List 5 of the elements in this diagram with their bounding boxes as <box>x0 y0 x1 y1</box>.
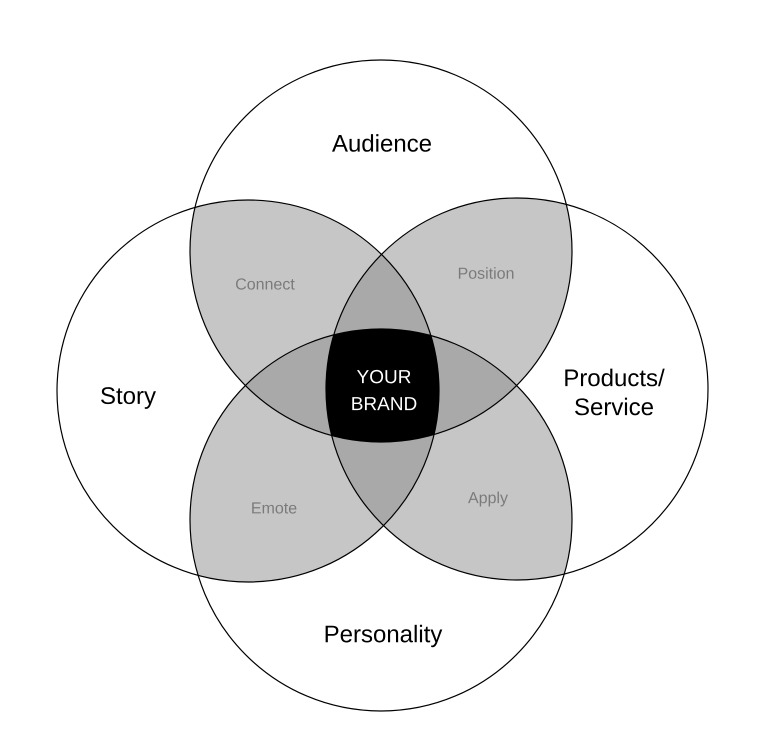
overlap-label: Position <box>458 267 514 279</box>
overlap-label: Connect <box>236 278 295 290</box>
center-label: YOUR BRAND <box>352 370 416 410</box>
overlap-label: Emote <box>252 502 296 514</box>
overlap-label: Apply <box>468 492 508 506</box>
